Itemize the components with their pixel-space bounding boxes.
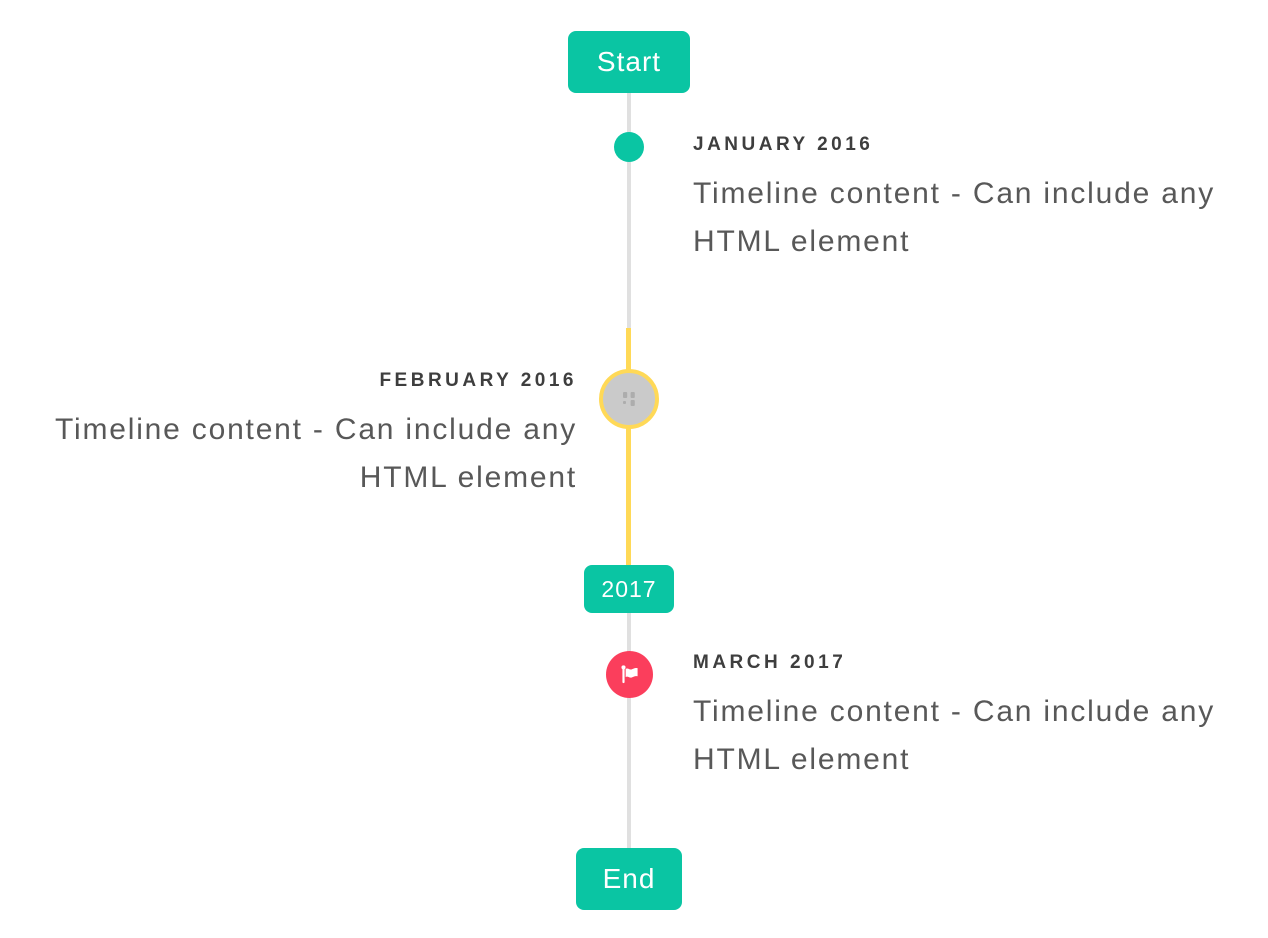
entry-content: Timeline content - Can include any HTML … xyxy=(693,177,1215,258)
timeline-entry-february: FEBRUARY 2016 Timeline content - Can inc… xyxy=(42,369,577,502)
timeline-highlighted-segment xyxy=(626,328,631,566)
entry-content: Timeline content - Can include any HTML … xyxy=(693,695,1215,776)
timeline-entry-march: MARCH 2017 Timeline content - Can includ… xyxy=(693,651,1233,784)
entry-date: MARCH 2017 xyxy=(693,652,847,673)
end-badge: End xyxy=(576,848,682,910)
broken-image-icon xyxy=(618,388,640,410)
entry-content: Timeline content - Can include any HTML … xyxy=(55,413,577,494)
entry-date: JANUARY 2016 xyxy=(693,134,874,155)
flag-icon xyxy=(617,662,643,688)
start-badge: Start xyxy=(568,31,690,93)
timeline-dot-marker-january[interactable] xyxy=(614,132,644,162)
year-badge: 2017 xyxy=(584,565,674,613)
entry-date: FEBRUARY 2016 xyxy=(379,370,577,391)
timeline-flag-marker-march[interactable] xyxy=(606,651,653,698)
timeline-image-marker-february[interactable] xyxy=(599,369,659,429)
timeline-entry-january: JANUARY 2016 Timeline content - Can incl… xyxy=(693,133,1233,266)
